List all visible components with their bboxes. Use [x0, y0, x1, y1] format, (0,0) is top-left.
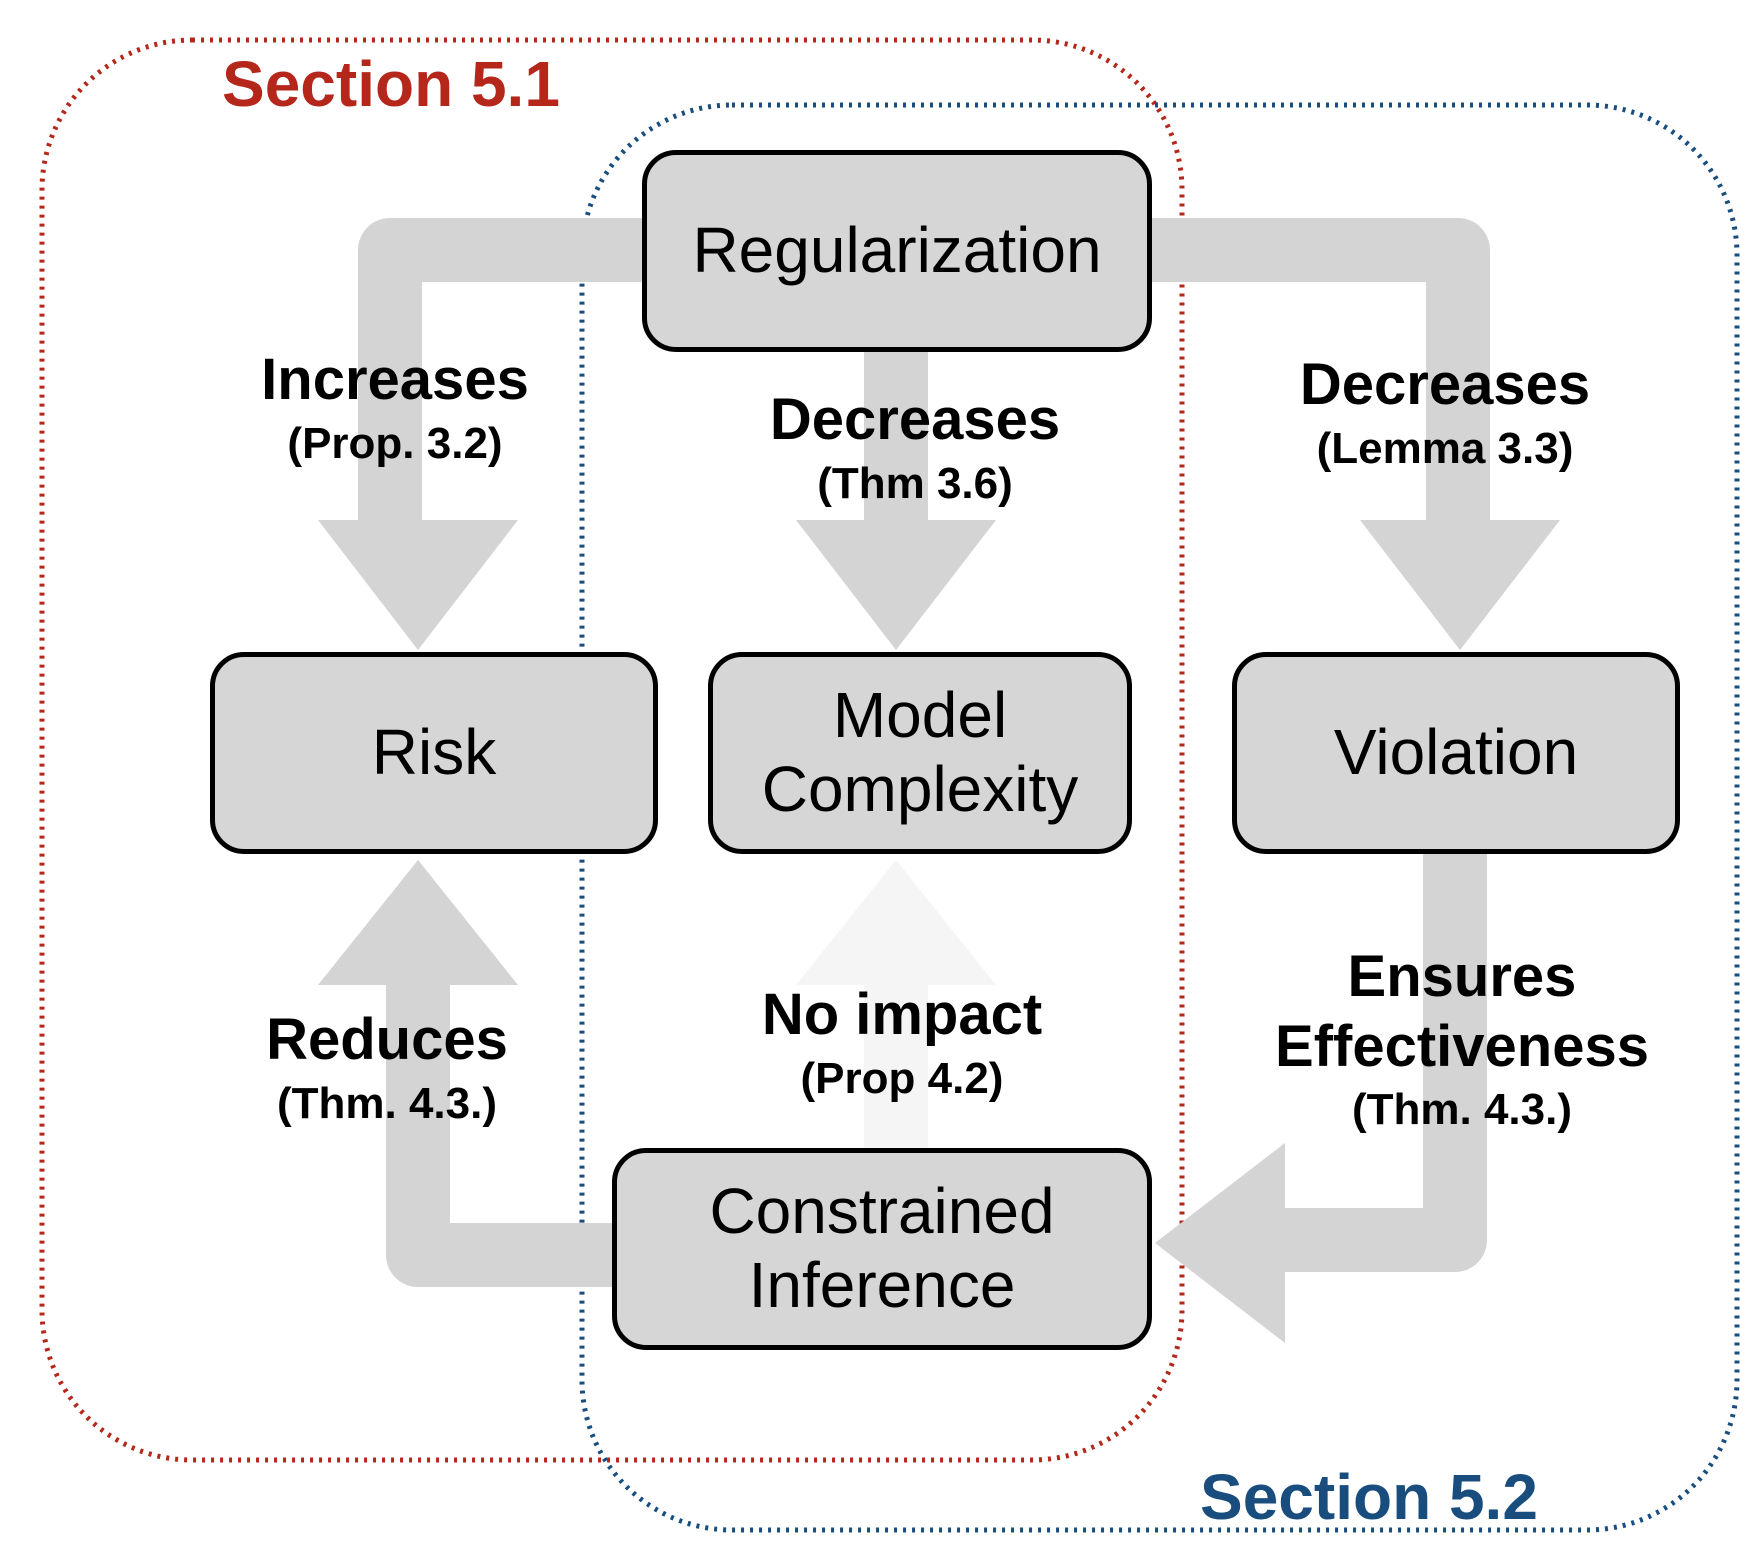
arrow-no-impact: [796, 860, 996, 1150]
edge-label-decreases-violation: Decreases (Lemma 3.3): [1300, 350, 1590, 477]
edge-label-ref: (Prop 4.2): [800, 1053, 1004, 1103]
edge-label-reduces: Reduces (Thm. 4.3.): [266, 1005, 508, 1132]
edge-label-decreases-complexity: Decreases (Thm 3.6): [770, 385, 1060, 512]
edge-label-main: Increases: [261, 347, 529, 412]
section-5-1-label: Section 5.1: [222, 48, 560, 120]
edge-label-ref: (Thm. 4.3.): [276, 1078, 498, 1128]
node-label: Violation: [1333, 716, 1579, 789]
arrow-increases: [318, 218, 660, 650]
node-model-complexity: Model Complexity: [708, 652, 1132, 854]
node-label: Regularization: [692, 214, 1102, 287]
arrow-decreases-complexity: [796, 340, 996, 650]
edge-label-ensures: Ensures Effectiveness (Thm. 4.3.): [1275, 942, 1649, 1138]
node-regularization: Regularization: [642, 150, 1152, 352]
edge-label-ref: (Prop. 3.2): [287, 418, 503, 468]
edge-label-ref: (Lemma 3.3): [1316, 423, 1574, 473]
node-label: Risk: [371, 716, 497, 789]
node-label: Complexity: [761, 753, 1079, 825]
node-label: Constrained: [709, 1175, 1055, 1248]
arrow-ensures: [1155, 850, 1487, 1343]
section-5-2-label: Section 5.2: [1200, 1461, 1538, 1533]
node-constrained-inference: Constrained Inference: [612, 1148, 1152, 1350]
node-label: Model: [832, 679, 1008, 752]
edge-label-increases: Increases (Prop. 3.2): [261, 345, 529, 472]
edge-label-ref: (Thm. 4.3.): [1351, 1085, 1573, 1135]
arrow-decreases-violation: [1150, 218, 1560, 650]
edge-label-ref: (Thm 3.6): [817, 458, 1013, 508]
edge-label-main: Reduces: [266, 1007, 508, 1072]
node-violation: Violation: [1232, 652, 1680, 854]
edge-label-main: Decreases: [1299, 352, 1591, 417]
edge-label-main: Ensures: [1347, 944, 1577, 1009]
node-label: Inference: [748, 1249, 1016, 1321]
arrow-reduces: [318, 860, 640, 1287]
edge-label-main: Decreases: [769, 387, 1061, 452]
node-risk: Risk: [210, 652, 658, 854]
edge-label-main: Effectiveness: [1275, 1013, 1649, 1079]
edge-label-no-impact: No impact (Prop 4.2): [762, 980, 1042, 1107]
edge-label-main: No impact: [761, 982, 1043, 1047]
